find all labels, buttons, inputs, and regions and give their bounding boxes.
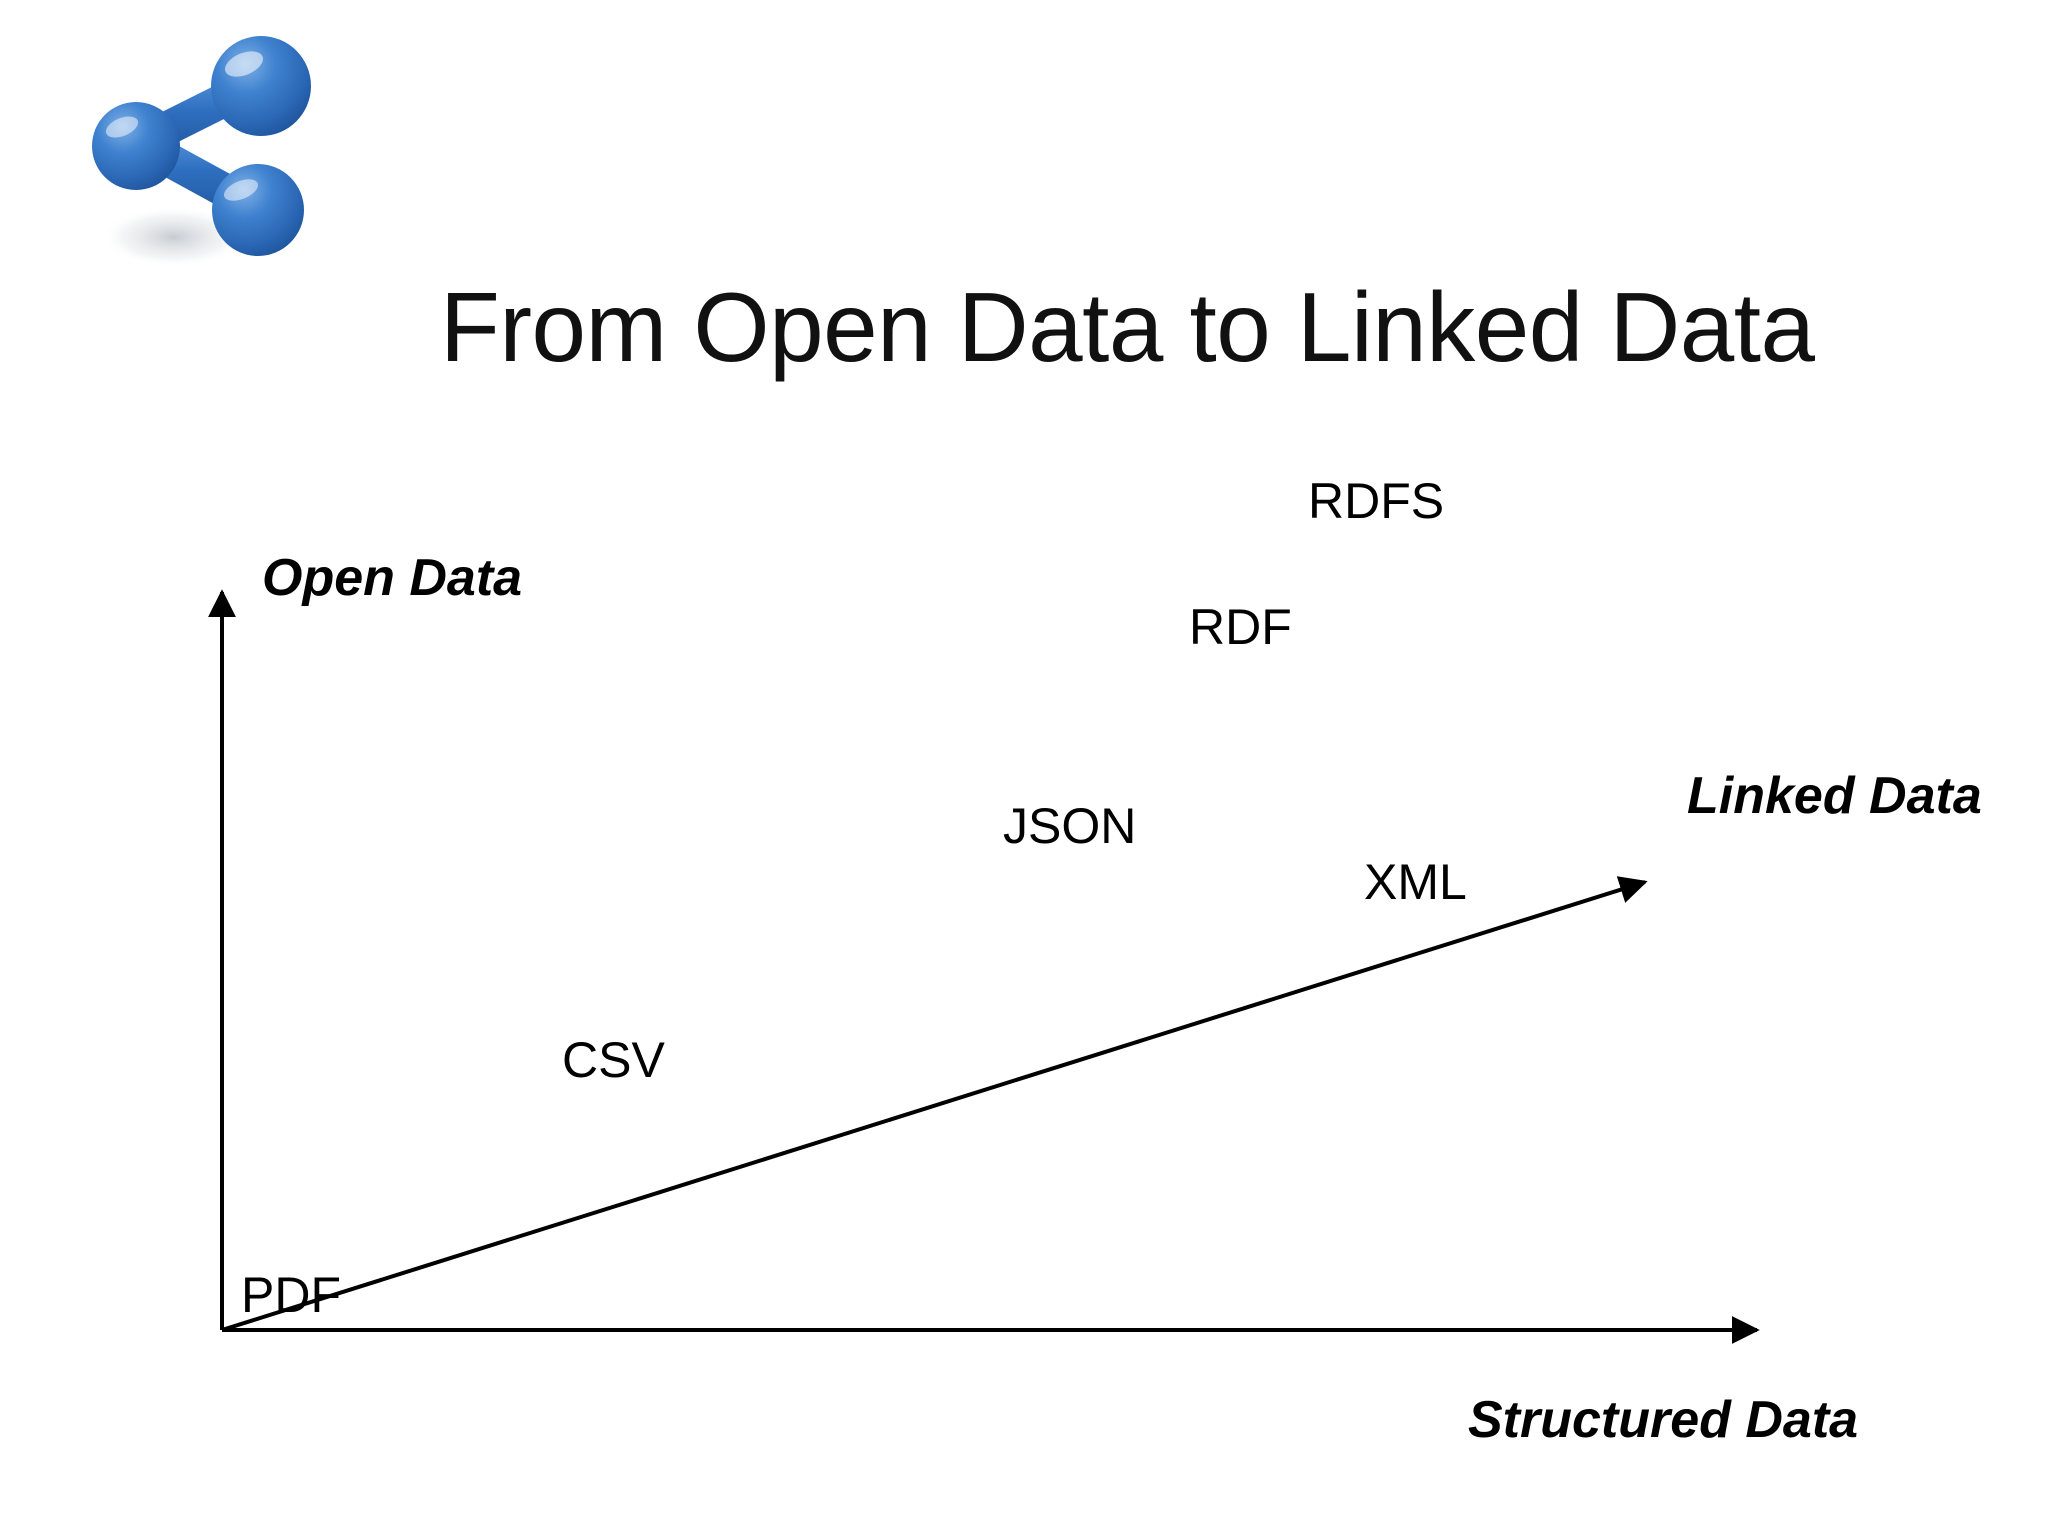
y-axis-label: Open Data <box>262 549 523 607</box>
highlight-bottom <box>223 179 259 201</box>
data-point-label-pdf: PDF <box>241 1267 341 1323</box>
data-point-label-csv: CSV <box>562 1032 665 1088</box>
highlight-left <box>105 116 139 138</box>
highlight-top <box>225 51 263 77</box>
data-point-label-rdfs: RDFS <box>1308 473 1445 529</box>
logo-shadow <box>102 207 246 267</box>
page-title: From Open Data to Linked Data <box>440 272 1815 382</box>
diagonal-axis-label: Linked Data <box>1687 767 1982 825</box>
diagonal-axis-line <box>221 876 1648 1332</box>
molecule-icon <box>92 36 311 267</box>
linked-data-molecule-logo <box>78 22 328 292</box>
data-point-label-xml: XML <box>1364 854 1467 910</box>
data-point-label-json: JSON <box>1003 798 1137 854</box>
data-point-label-rdf: RDF <box>1189 599 1292 655</box>
x-axis-label: Structured Data <box>1468 1391 1859 1449</box>
